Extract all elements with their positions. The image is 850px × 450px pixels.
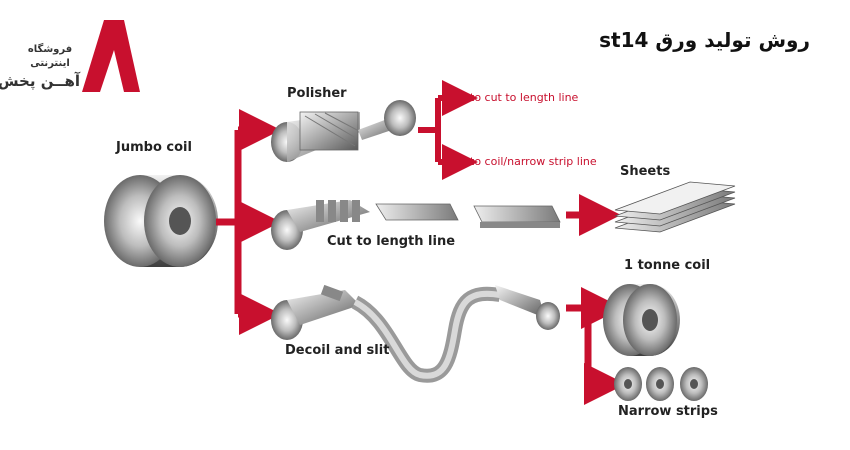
narrow-strips-icon [614, 367, 708, 401]
sheets-stack-icon [614, 181, 736, 233]
jumbo-coil-icon [104, 175, 218, 267]
decoil-output-connector [566, 287, 626, 405]
logo-line-3: آهــن پخش [0, 72, 80, 90]
cut-to-length-machine-icon [271, 200, 561, 250]
one-tonne-coil-icon [603, 284, 680, 356]
label-decoil-and-slit: Decoil and slit [285, 343, 390, 358]
label-jumbo-coil: Jumbo coil [116, 140, 192, 155]
decoil-and-slit-machine-icon [271, 284, 560, 383]
label-narrow-strips: Narrow strips [618, 404, 718, 419]
page-title: روش تولید ورق st14 [599, 28, 810, 52]
brand-logo [82, 20, 140, 92]
label-one-tonne-coil: 1 tonne coil [624, 258, 711, 273]
polisher-machine-icon [271, 100, 416, 162]
label-sheets: Sheets [620, 164, 671, 179]
logo-line-1: فروشگاه [27, 44, 73, 55]
label-to-cut-to-length-line: to cut to length line [470, 91, 579, 104]
logo-line-2: اینترنتی [30, 58, 70, 69]
label-polisher: Polisher [287, 86, 347, 101]
label-cut-to-length-line: Cut to length line [327, 234, 456, 249]
polisher-output-connector [418, 80, 478, 180]
branch-connector [216, 109, 281, 335]
label-to-coil-narrow-strip-line: to coil/narrow strip line [470, 155, 597, 168]
